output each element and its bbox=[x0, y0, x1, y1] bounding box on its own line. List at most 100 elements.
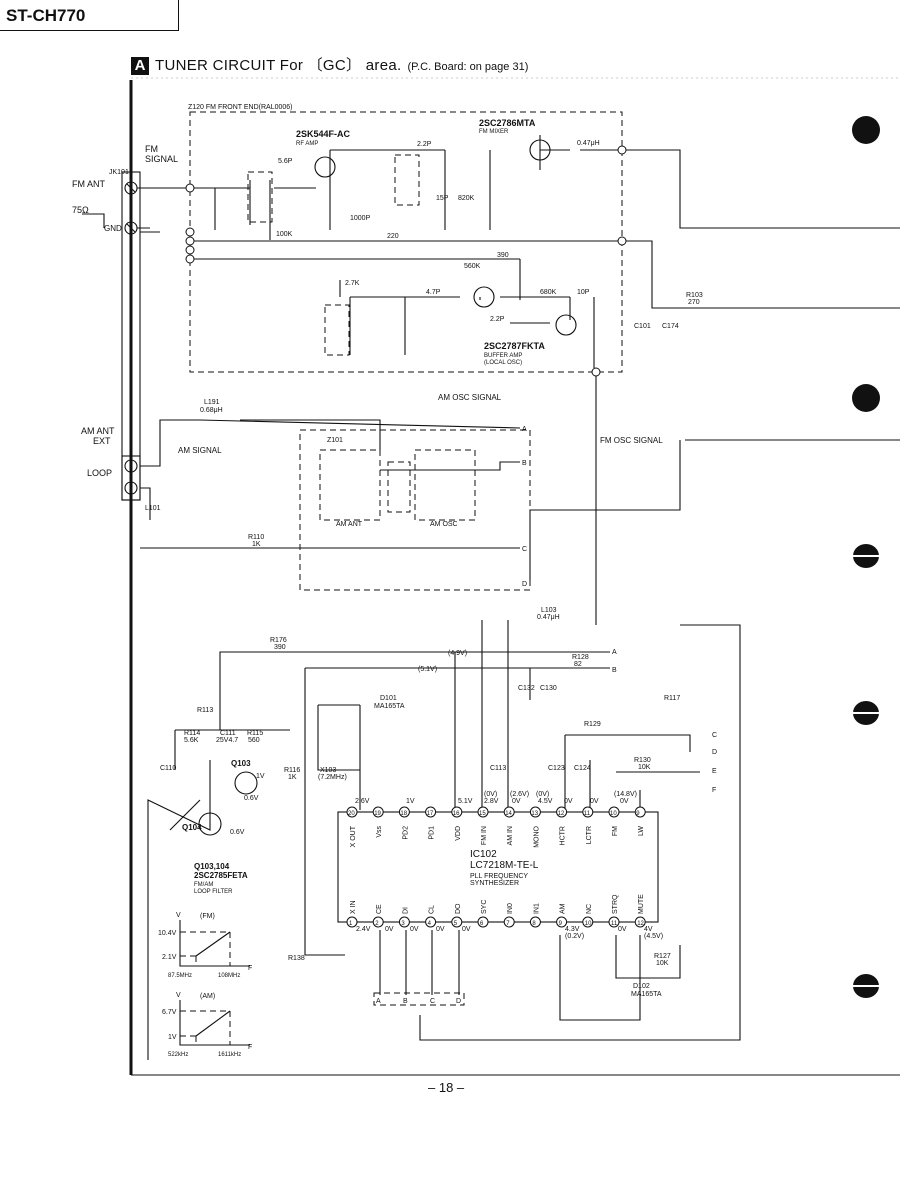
ic-bottom-pin-name: STRQ bbox=[612, 894, 619, 914]
c111-label: C111 bbox=[220, 730, 236, 737]
l191-value: 0.68μH bbox=[200, 407, 223, 414]
ic-bottom-pin-num: 10 bbox=[585, 921, 592, 927]
ic-wiring bbox=[147, 620, 700, 1060]
am-signal-label: AM SIGNAL bbox=[178, 446, 222, 455]
r103-value: 270 bbox=[688, 299, 700, 306]
osc-desc-2: (LOCAL OSC) bbox=[484, 360, 522, 366]
r176-value: 390 bbox=[274, 644, 286, 651]
am-osc-coil-box bbox=[414, 449, 476, 521]
ic-bottom-pin-num: 12 bbox=[637, 921, 644, 927]
v-mono: 4.5V bbox=[538, 798, 553, 805]
fm-graph-title: (FM) bbox=[200, 913, 215, 920]
v-di: 0V bbox=[410, 926, 419, 933]
rail-51v: (5.1V) bbox=[418, 666, 437, 673]
ic-top-pin-num: 15 bbox=[479, 811, 486, 817]
x103-label: X103 bbox=[320, 767, 336, 774]
ic-bottom-pin-num: 4 bbox=[428, 921, 432, 927]
fe-val-27k: 2.7K bbox=[345, 280, 360, 287]
l191-label: L191 bbox=[204, 399, 220, 406]
bus-f-right: F bbox=[712, 787, 716, 794]
ic-desc-1: PLL FREQUENCY bbox=[470, 873, 528, 880]
ic-top-pin-17 bbox=[425, 806, 437, 818]
am-terminal-block bbox=[121, 455, 141, 501]
fm-ant-label: FM ANT bbox=[72, 179, 106, 189]
board-reference: (P.C. Board: on page 31) bbox=[407, 61, 529, 73]
q104-transistor bbox=[198, 812, 222, 836]
am-graph-y-hi: 6.7V bbox=[162, 1009, 177, 1016]
q-note-1: Q103,104 bbox=[194, 862, 230, 871]
am-ext-label: EXT bbox=[93, 436, 111, 446]
fm-loop-filter-graph: V (FM) 10.4V 2.1V 87.5MHz 108MHz F bbox=[158, 912, 252, 979]
ic-top-pin-num: 16 bbox=[453, 811, 460, 817]
am-z101: Z101 bbox=[327, 437, 343, 444]
r116-value: 1K bbox=[288, 774, 297, 781]
c101-label: C101 bbox=[634, 323, 651, 330]
fe-val-220: 220 bbox=[387, 233, 399, 240]
ic-top-pin-10 bbox=[608, 806, 620, 818]
ic-bottom-pin-11 bbox=[608, 916, 620, 928]
v-amin-p: (2.6V) bbox=[510, 791, 529, 798]
ic-bottom-pin-num: 3 bbox=[401, 921, 405, 927]
bus-c-right: C bbox=[712, 732, 717, 739]
model-number: ST-CH770 bbox=[6, 6, 86, 25]
ic-bottom-pin-name: DI bbox=[402, 907, 409, 914]
ic-bottom-pin-12 bbox=[634, 916, 646, 928]
output-wiring bbox=[419, 149, 900, 1041]
punch-hole-2 bbox=[852, 384, 880, 412]
v-fm: 0V bbox=[620, 798, 629, 805]
fm-graph-v-axis: V bbox=[176, 912, 181, 919]
v-pd2: 1V bbox=[406, 798, 415, 805]
v-ce: 0V bbox=[385, 926, 394, 933]
mixer-transistor bbox=[529, 139, 551, 161]
fe-val-47p: 4.7P bbox=[426, 289, 441, 296]
bus-a-bottom: A bbox=[376, 998, 381, 1005]
ic-bottom-pin-num: 2 bbox=[375, 921, 379, 927]
v-mute-p: (4.5V) bbox=[644, 933, 663, 940]
ic-bottom-pin-name: MUTE bbox=[638, 894, 645, 914]
ic-top-pin-num: 12 bbox=[558, 811, 565, 817]
r130-label: R130 bbox=[634, 757, 651, 764]
ic-top-pin-9 bbox=[634, 806, 646, 818]
fe-val-560k: 560K bbox=[464, 263, 481, 270]
fm-signal-label-1: FM bbox=[145, 144, 158, 154]
fe-val-22p: 2.2P bbox=[417, 141, 432, 148]
fe-varicap-1 bbox=[247, 171, 273, 223]
bus-a-top: A bbox=[522, 426, 527, 433]
bus-a-mid: A bbox=[612, 649, 617, 656]
q-note-2: 2SC2785FETA bbox=[194, 871, 248, 880]
q-note-3: FM/AM bbox=[194, 882, 213, 888]
osc-part: 2SC2787FKTA bbox=[484, 341, 545, 351]
gnd-label: GND bbox=[104, 224, 122, 233]
r110-label: R110 bbox=[248, 534, 264, 541]
v-strq: 0V bbox=[618, 926, 627, 933]
l101-label: L101 bbox=[145, 505, 161, 512]
ic-bottom-pin-5 bbox=[451, 916, 463, 928]
c124-label: C124 bbox=[574, 765, 591, 772]
ic-top-pin-18 bbox=[398, 806, 410, 818]
fe-varicap-3 bbox=[324, 304, 350, 356]
fm-graph-y-hi: 10.4V bbox=[158, 930, 177, 937]
ic-top-pin-name: LW bbox=[638, 826, 645, 836]
r138-label: R138 bbox=[288, 955, 305, 962]
fe-val-047uh: 0.47μH bbox=[577, 140, 600, 147]
bottom-bus-bracket bbox=[373, 992, 465, 1006]
section-header: A TUNER CIRCUIT For 〔GC〕 area. (P.C. Boa… bbox=[131, 54, 528, 75]
r128-value: 82 bbox=[574, 661, 582, 668]
c174-label: C174 bbox=[662, 323, 679, 330]
ic-top-pin-15 bbox=[477, 806, 489, 818]
ic-bottom-pin-num: 11 bbox=[611, 921, 618, 927]
am-graph-f-axis: F bbox=[248, 1044, 252, 1051]
v-lctr: 0V bbox=[590, 798, 599, 805]
bus-e-right: E bbox=[712, 768, 717, 775]
ic-part: LC7218M-TE-L bbox=[470, 860, 539, 871]
rf-amp-part: 2SK544F-AC bbox=[296, 129, 351, 139]
am-ant-coil-box bbox=[319, 449, 381, 521]
d101-label: D101 bbox=[380, 695, 397, 702]
v-mute: 4V bbox=[644, 926, 653, 933]
fe-val-390: 390 bbox=[497, 252, 509, 259]
ic-top-pin-num: 11 bbox=[584, 811, 591, 817]
v-fm-p: (14.8V) bbox=[614, 791, 637, 798]
v-am-p: (0.2V) bbox=[565, 933, 584, 940]
v-amin: 0V bbox=[512, 798, 521, 805]
ic-top-pin-16 bbox=[451, 806, 463, 818]
